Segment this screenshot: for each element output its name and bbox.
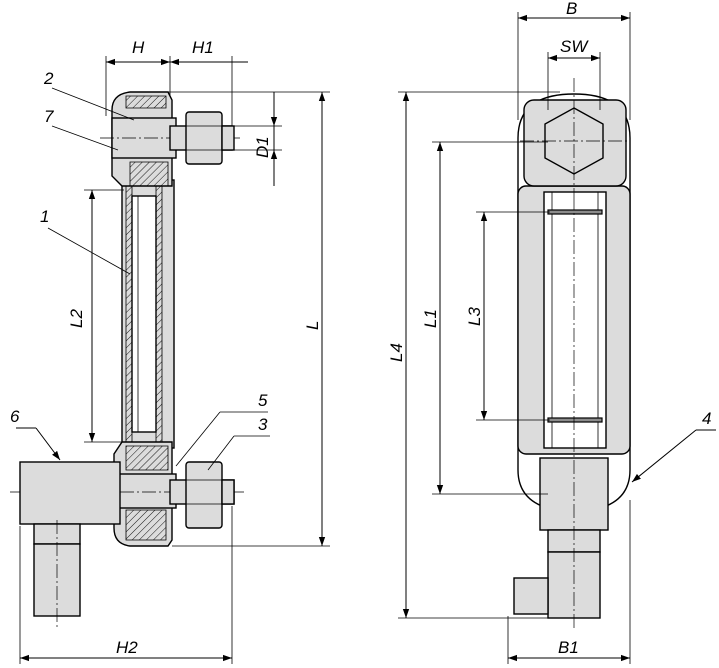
bottom-seal xyxy=(111,473,177,509)
part-number-2: 2 xyxy=(43,69,54,88)
front-window xyxy=(543,191,607,449)
label-H2: H2 xyxy=(116,638,138,657)
part-number-7: 7 xyxy=(44,107,54,126)
label-L3: L3 xyxy=(465,307,484,326)
part-number-1: 1 xyxy=(40,207,49,226)
label-H1: H1 xyxy=(192,38,214,57)
label-B1: B1 xyxy=(558,638,579,657)
label-B: B xyxy=(566,0,577,18)
tube-wall-right xyxy=(155,179,163,449)
front-view xyxy=(398,12,716,664)
label-L4: L4 xyxy=(387,343,406,362)
top-nut xyxy=(185,111,223,165)
labels: H H1 D1 L2 L H2 B SW L4 L1 L3 B1 2 7 1 5… xyxy=(10,0,711,657)
label-L2: L2 xyxy=(67,309,86,328)
part-number-3: 3 xyxy=(258,415,268,434)
part-number-5: 5 xyxy=(258,391,268,410)
label-L: L xyxy=(303,321,322,330)
label-SW: SW xyxy=(560,37,589,56)
part-number-4: 4 xyxy=(702,409,711,428)
glass-window xyxy=(131,195,157,433)
label-L1: L1 xyxy=(421,309,440,328)
bottom-nut xyxy=(185,461,223,529)
label-H: H xyxy=(132,38,145,57)
label-D1: D1 xyxy=(253,136,272,158)
min-mark xyxy=(547,417,603,423)
max-mark xyxy=(547,209,603,215)
side-view xyxy=(10,56,330,664)
part-number-6: 6 xyxy=(10,407,20,426)
bottom-bolt-end xyxy=(221,479,235,505)
angle-adapter xyxy=(19,461,121,525)
side-plug xyxy=(513,577,549,615)
top-bolt-end xyxy=(221,125,235,151)
tube-wall-left xyxy=(125,179,133,449)
